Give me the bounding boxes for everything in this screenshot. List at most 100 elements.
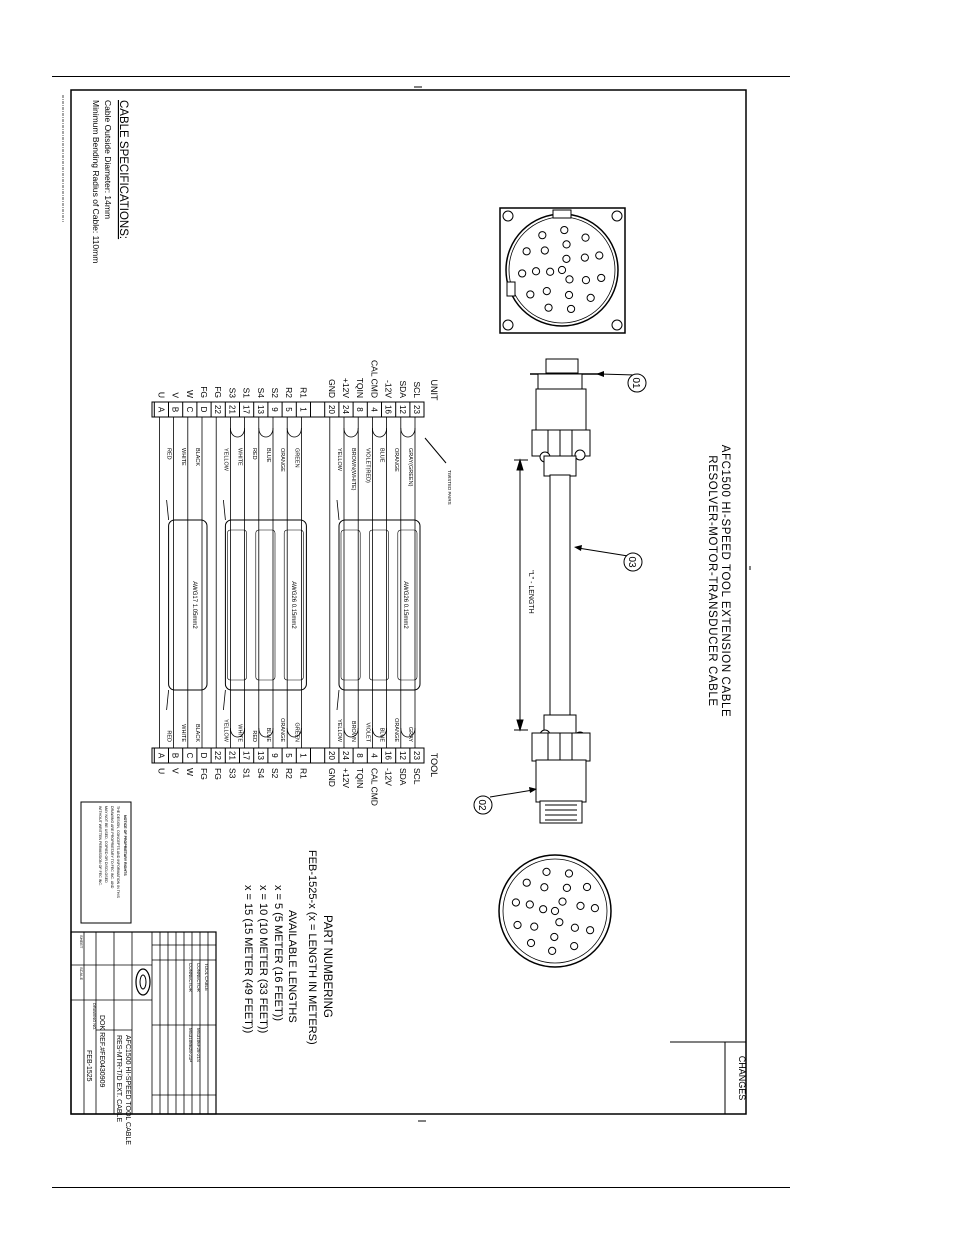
unit-pin-label: 22: [213, 405, 222, 414]
drawing-title-line2: RESOLVER-MOTOR-TRANSDUCER CABLE: [706, 455, 718, 706]
tool-pin-label: C: [185, 753, 194, 759]
unit-pin-label: 16: [384, 405, 393, 414]
part-numbering-heading: PART NUMBERING: [321, 915, 333, 1018]
tool-signal-label: TQIN: [355, 768, 365, 788]
connector-pin: [542, 286, 551, 296]
shield-bundle-motor: [168, 519, 208, 691]
unit-wire-color-label: BLUE: [265, 448, 271, 463]
unit-signal-label: R2: [284, 387, 294, 398]
connector-pin: [581, 233, 590, 242]
unit-pin-label: 20: [327, 405, 336, 414]
twisted-pair-loop: [230, 727, 245, 738]
connector-pin: [570, 923, 579, 932]
shield-bundle-signal-taper: [336, 499, 340, 521]
tool-signal-label: S2: [270, 768, 280, 779]
tool-pin-label: 23: [412, 751, 421, 760]
twisted-pair-loop: [343, 727, 359, 738]
awg-label-1: AWG26 0.15mm2: [402, 581, 408, 629]
connector-pin: [538, 231, 547, 240]
tool-pin-label: B: [171, 753, 180, 758]
length-option-5: x = 5 (5 METER (16 FEET)): [272, 885, 284, 1021]
callout-01: 01: [596, 371, 647, 393]
connector-pin: [540, 246, 549, 255]
pair-shield: [255, 529, 276, 681]
unit-pin-label: 5: [284, 407, 293, 412]
shield-bundle-resolver-taper: [223, 689, 226, 711]
unit-signal-label: FG: [199, 386, 209, 398]
tb-title: AFC1500 HI-SPEED TOOL CABLE: [124, 1035, 131, 1145]
unit-header: UNIT: [429, 380, 439, 401]
unit-signal-label: S4: [256, 388, 266, 399]
shield-bundle-resolver: [224, 519, 307, 691]
tool-pin-label: 20: [327, 751, 336, 760]
tool-wire-color-label: ORANGE: [279, 718, 285, 742]
connector-pin: [595, 251, 604, 260]
connector-pin: [555, 918, 564, 927]
tool-wire-color-label: WHITE: [180, 724, 186, 742]
connector-pin: [582, 882, 592, 892]
title-block: [70, 931, 217, 1115]
unit-pin-label: 8: [355, 407, 364, 412]
tool-wire-color-label: BLUE: [379, 728, 385, 743]
unit-signal-label: GND: [327, 379, 337, 398]
pair-shield: [227, 529, 247, 681]
connector-face-square: [499, 207, 626, 334]
tool-wire-color-label: BROWN: [350, 721, 356, 742]
tb-bom-item-2: CONNECTOR: [196, 963, 201, 993]
tool-pin-label: 8: [355, 753, 364, 758]
tool-wire-color-label: BLACK: [194, 724, 200, 742]
unit-signal-label: V: [171, 392, 181, 398]
tool-signal-label: +12V: [341, 768, 351, 788]
tool-wire-color-label: RED: [166, 730, 172, 742]
tb-part-no-2: MS3108B28-21P: [188, 1028, 193, 1062]
unit-pin-label: 17: [242, 405, 251, 414]
unit-signal-label: CAL CMD: [369, 360, 379, 398]
tb-sheet-label: SHEET: [79, 935, 84, 949]
connector-pin: [576, 901, 585, 910]
connector-pin: [565, 275, 574, 284]
tool-wire-color-label: WHITE: [237, 724, 243, 742]
unit-wire-color-label: WHITE: [237, 448, 243, 466]
tool-signal-label: W: [185, 768, 195, 776]
tool-pin-label: 4: [369, 753, 378, 758]
length-option-15: x = 15 (15 METER (49 FEET)): [242, 885, 254, 1033]
tool-pin-label: 5: [284, 753, 293, 758]
unit-signal-label: TQIN: [355, 378, 365, 398]
unit-wire-color-label: BLUE: [379, 448, 385, 463]
unit-signal-label: -12V: [384, 380, 394, 398]
callout-02: 02: [473, 787, 537, 815]
tool-wire-color-label: YELLOW: [222, 719, 228, 743]
unit-pin-label: D: [199, 407, 208, 413]
connector-pin: [542, 867, 551, 877]
connector-pin: [548, 946, 557, 955]
wire-runs: [158, 417, 421, 748]
connector-pin: [544, 303, 553, 312]
tool-signal-label: R1: [298, 768, 308, 779]
unit-signal-label: S1: [242, 388, 252, 399]
unit-pin-label: 13: [256, 405, 265, 414]
unit-wire-color-label: YELLOW: [336, 448, 342, 472]
tool-pin-label: 9: [270, 753, 279, 758]
connector-pin: [526, 290, 535, 299]
unit-wire-color-label: RED: [251, 448, 257, 460]
unit-pin-label: 9: [270, 407, 279, 412]
tb-scale-label: SCALE: [79, 967, 84, 980]
shield-bundle-resolver-taper: [223, 499, 226, 521]
notice-line-4: MAY NOT BE USED, COPIED OR DISCLOSED: [104, 806, 108, 883]
twisted-pair-loop: [286, 727, 302, 738]
drawing-border: [70, 89, 747, 1115]
tool-signal-label: CAL CMD: [369, 768, 379, 806]
tool-wire-color-label: GREEN: [293, 722, 299, 742]
twisted-pair-loop: [400, 427, 416, 438]
length-label: "L" - LENGTH: [527, 570, 534, 613]
tool-pin-label: 12: [398, 751, 407, 760]
tool-pin-label: 13: [256, 751, 265, 760]
tool-signal-label: V: [171, 768, 181, 774]
unit-wire-color-label: YELLOW: [222, 448, 228, 472]
connector-pin: [564, 290, 574, 300]
tool-signal-label: SDA: [398, 768, 408, 786]
connector-pin: [562, 240, 571, 249]
tool-pin-label: D: [199, 753, 208, 759]
unit-signal-label: S3: [227, 388, 237, 399]
